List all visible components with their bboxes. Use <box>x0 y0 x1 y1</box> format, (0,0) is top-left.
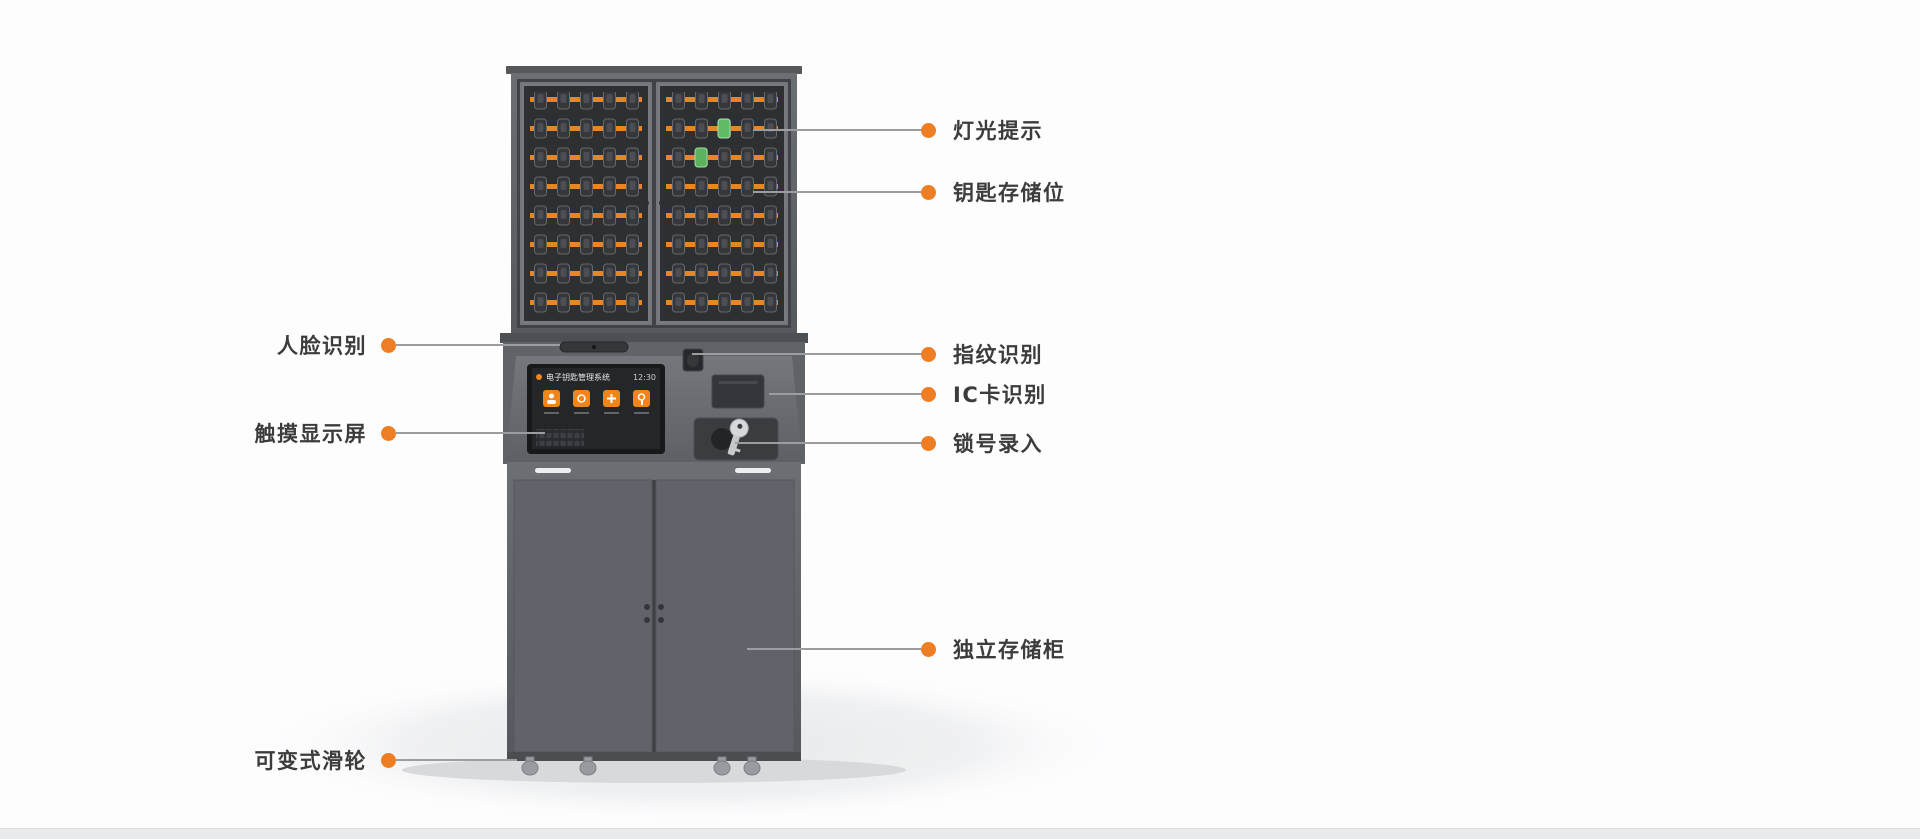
callout-line <box>396 432 545 434</box>
key-door-left <box>520 82 652 325</box>
callout-light-indicator: 灯光提示 <box>753 116 1043 144</box>
callout-line <box>753 129 921 131</box>
lock-entry-slot <box>693 417 779 461</box>
caster-wheel <box>579 756 597 776</box>
callout-fingerprint: 指纹识别 <box>692 340 1043 368</box>
callout-label: 钥匙存储位 <box>953 181 1066 205</box>
casters <box>521 756 761 776</box>
lower-door-right <box>655 479 795 753</box>
callout-dot <box>921 386 936 402</box>
callout-line <box>396 344 560 346</box>
key-grid-left <box>530 92 642 314</box>
callout-dot <box>921 435 936 451</box>
callout-dot <box>921 346 936 362</box>
callout-label: 灯光提示 <box>953 119 1043 143</box>
callout-line <box>396 759 517 761</box>
caster-wheel <box>743 756 761 776</box>
caster-wheel <box>521 756 539 776</box>
door-pull-right <box>735 468 771 473</box>
touch-screen: 电子钥匙管理系统 12:30 <box>527 364 665 454</box>
callout-lock-entry: 锁号录入 <box>735 429 1043 457</box>
face-camera <box>559 341 629 353</box>
screen-logo-icon <box>536 374 542 380</box>
camera-lens-icon <box>592 345 596 349</box>
callout-line <box>769 393 921 395</box>
key-icon <box>727 418 749 456</box>
screen-captions <box>544 412 649 414</box>
callout-dot <box>381 425 396 441</box>
callout-dot <box>921 122 936 138</box>
key-cabinet: 电子钥匙管理系统 12:30 <box>500 66 808 776</box>
callout-label: IC卡识别 <box>953 383 1047 407</box>
callout-label: 锁号录入 <box>953 432 1043 456</box>
screen-clock: 12:30 <box>633 373 656 382</box>
app-icon <box>633 390 650 407</box>
callout-label: 独立存储柜 <box>953 638 1066 662</box>
caster-wheel <box>713 756 731 776</box>
upper-key-compartment <box>506 66 802 334</box>
callout-label: 人脸识别 <box>277 334 367 358</box>
door-pull-left <box>535 468 571 473</box>
highlighted-key <box>694 147 708 168</box>
callout-label: 指纹识别 <box>953 343 1043 367</box>
app-icon <box>573 390 590 407</box>
callout-line <box>747 648 921 650</box>
footer-strip <box>0 828 1920 839</box>
callout-casters: 可变式滑轮 <box>254 746 517 774</box>
callout-line <box>692 353 921 355</box>
callout-face-recognition: 人脸识别 <box>277 331 560 359</box>
callout-dot <box>381 752 396 768</box>
callout-ic-card: IC卡识别 <box>769 380 1047 408</box>
screen-keypad <box>536 429 584 446</box>
ic-card-reader <box>711 374 765 409</box>
fingerprint-icon <box>687 353 699 367</box>
callout-dot <box>921 184 936 200</box>
callout-label: 可变式滑轮 <box>254 749 367 773</box>
callout-storage-cabinet: 独立存储柜 <box>747 635 1066 663</box>
glass-door-lock-right <box>659 200 665 206</box>
callout-touch-screen: 触摸显示屏 <box>254 419 545 447</box>
callout-dot <box>921 641 936 657</box>
console-section: 电子钥匙管理系统 12:30 <box>500 333 808 464</box>
highlighted-key <box>717 118 731 139</box>
callout-key-slots: 钥匙存储位 <box>753 178 1066 206</box>
callout-dot <box>381 337 396 353</box>
callout-label: 触摸显示屏 <box>254 422 367 446</box>
storage-cabinet <box>507 462 801 761</box>
lower-door-left <box>513 479 653 753</box>
glass-door-lock-left <box>643 200 649 206</box>
screen-app-icons <box>543 390 650 407</box>
callout-line <box>753 191 921 193</box>
callout-line <box>735 442 921 444</box>
screen-title: 电子钥匙管理系统 <box>546 372 610 382</box>
